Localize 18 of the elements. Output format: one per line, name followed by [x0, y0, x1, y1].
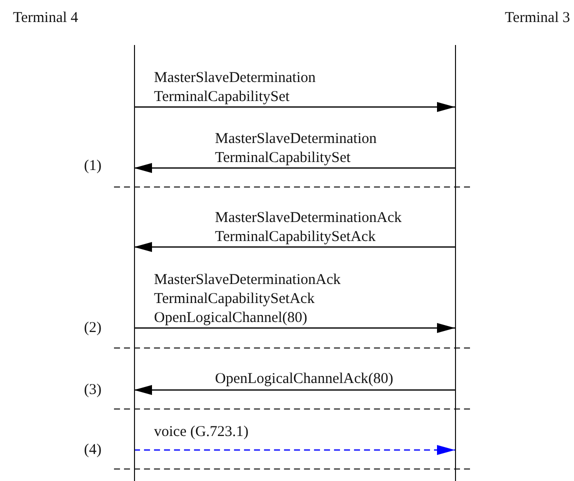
participant-label: Terminal 3 — [504, 10, 570, 27]
step-number: (3) — [84, 382, 102, 399]
message-arrow — [134, 385, 455, 395]
message-arrow — [134, 445, 455, 455]
message-arrow — [134, 323, 455, 333]
message-label: MasterSlaveDetermination TerminalCapabilitySet — [215, 130, 377, 168]
message-arrow — [134, 242, 455, 252]
message-label: voice (G.723.1) — [154, 423, 249, 442]
step-number: (4) — [84, 442, 102, 459]
participant-label: Terminal 4 — [13, 10, 78, 27]
message-arrow — [134, 163, 455, 173]
step-number: (2) — [84, 320, 102, 337]
message-label: OpenLogicalChannelAck(80) — [215, 370, 394, 389]
step-number: (1) — [84, 158, 102, 175]
message-label: MasterSlaveDeterminationAck TerminalCapabilitySetAck OpenLogicalChannel(80) — [154, 271, 341, 328]
message-arrow — [134, 102, 455, 112]
message-label: MasterSlaveDeterminationAck TerminalCapabilitySetAck — [215, 209, 402, 247]
message-label: MasterSlaveDetermination TerminalCapabilitySet — [154, 69, 316, 107]
